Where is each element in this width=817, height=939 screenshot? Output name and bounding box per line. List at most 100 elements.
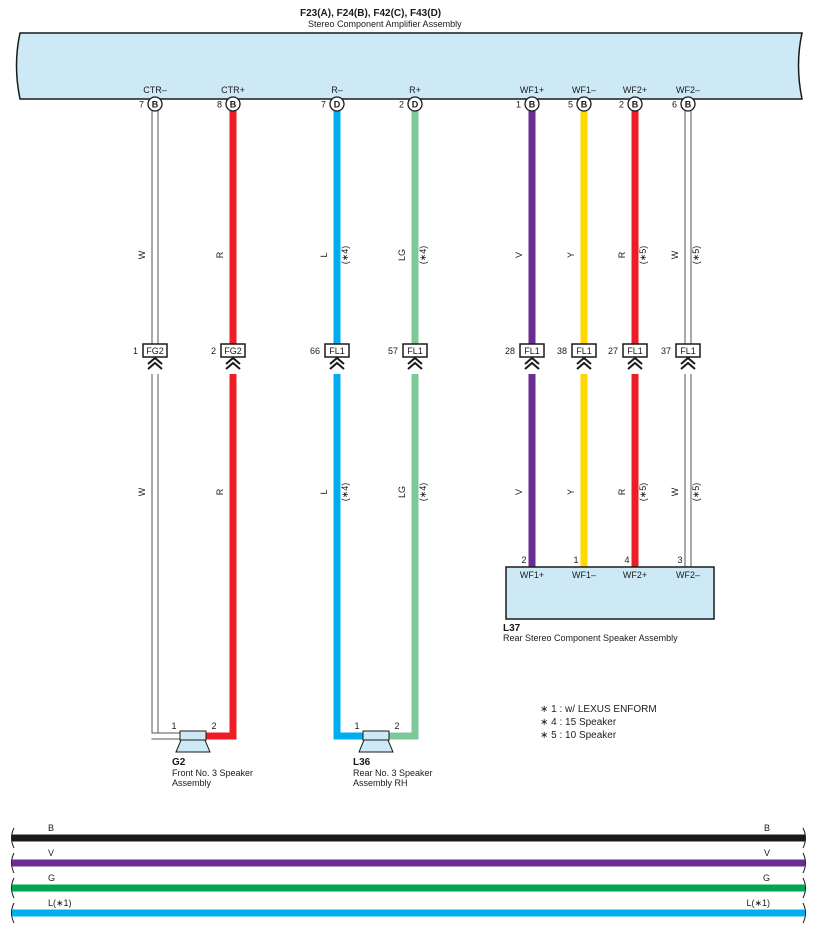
amp-pin-no-w1: 7 [139,100,144,110]
speaker-pin-no-w3: 1 [354,721,359,731]
junction-chevron-icon-w5 [524,356,540,370]
amplifier-connector-codes: F23(A), F24(B), F42(C), F43(D) [300,8,441,19]
junction-chevron-icon-w6 [576,356,592,370]
amp-connector-w4 [407,96,423,112]
amp-pin-label-r-minus: R– [331,85,343,95]
junction-chevron-icon-w8 [680,356,696,370]
junction-pin-w1: 1 [133,346,138,356]
amp-pin-no-w3: 7 [321,100,326,110]
wire-note-upper-w4: (∗4) [418,246,428,265]
amp-connector-w7 [627,96,643,112]
junction-chevron-icon-w3 [329,356,345,370]
wire-color-upper-w6: Y [566,252,576,258]
amp-pin-label-wf2-minus: WF2– [676,85,700,95]
l37-pin-no-w8: 3 [677,555,682,565]
l37-pin-no-w5: 2 [521,555,526,565]
junction-pin-w2: 2 [211,346,216,356]
amp-pin-no-w4: 2 [399,100,404,110]
junction-code-w1: FG2 [146,346,164,356]
l37-body [505,566,715,620]
l37-name: Rear Stereo Component Speaker Assembly [503,633,678,643]
junction-chevron-icon-w4 [407,356,423,370]
speaker-pin-no-w1: 1 [171,721,176,731]
amp-connector-w8 [680,96,696,112]
l37-pin-wf2-minus: WF2– [676,570,700,580]
amp-pin-label-wf1-plus: WF1+ [520,85,544,95]
legend-label-left-2: G [48,873,55,883]
amp-pin-no-w7: 2 [619,100,624,110]
notes: ∗ 1 : w/ LEXUS ENFORM ∗ 4 : 15 Speaker ∗… [540,703,657,742]
amp-connector-letter-w4: D [412,100,419,110]
amp-pin-label-wf2-plus: WF2+ [623,85,647,95]
speaker-pin-no-w2: 2 [211,721,216,731]
wire-color-upper-w8: W [670,250,680,259]
wire-color-lower-w8: W [670,487,680,496]
l37-pin-wf2-plus: WF2+ [623,570,647,580]
junction-chevron-icon-w7 [627,356,643,370]
wire-color-upper-w4: LG [397,249,407,261]
junction-code-w8: FL1 [680,346,696,356]
amp-pin-label-r-plus: R+ [409,85,421,95]
wire-color-lower-w2: R [215,488,225,495]
amp-pin-no-w8: 6 [672,100,677,110]
amp-connector-w6 [576,96,592,112]
junction-code-w5: FL1 [524,346,540,356]
l37-code: L37 [503,623,521,634]
note-1: ∗ 1 : w/ LEXUS ENFORM [540,704,657,715]
amp-connector-letter-w3: D [334,100,341,110]
g2-code: G2 [172,757,186,768]
amp-connector-letter-w2: B [230,100,237,110]
junction-pin-w7: 27 [608,346,618,356]
g2-name-line1: Front No. 3 Speaker [172,768,253,778]
legend-bracket-right-1 [802,852,806,874]
wire-color-lower-w6: Y [566,489,576,495]
junction-pin-w4: 57 [388,346,398,356]
wires-layer: 1B7WWFG212B8RRFG221D7LL(∗4)(∗4)FL1662D2L… [133,96,701,740]
amp-connector-w2 [225,96,241,112]
wire-note-upper-w7: (∗5) [638,246,648,265]
legend-label-right-3: L(∗1) [746,898,770,908]
l37-pin-wf1-plus: WF1+ [520,570,544,580]
legend-bracket-left-1 [11,852,15,874]
legend-label-left-3: L(∗1) [48,898,72,908]
legend-label-right-2: G [763,873,770,883]
amp-connector-letter-w8: B [685,100,692,110]
wire-note-lower-w3: (∗4) [340,483,350,502]
amp-connector-letter-w1: B [152,100,159,110]
l36-name-line2: Assembly RH [353,778,408,788]
junction-pin-w8: 37 [661,346,671,356]
amp-connector-w5 [524,96,540,112]
note-4: ∗ 4 : 15 Speaker [540,717,617,728]
wire-color-lower-w1: W [137,487,147,496]
junction-chevron-icon-w1 [147,356,163,370]
amplifier-name: Stereo Component Amplifier Assembly [308,19,462,29]
speaker-pin-no-w4: 2 [394,721,399,731]
legend-label-right-1: V [764,848,770,858]
amp-connector-w3 [329,96,345,112]
wire-note-lower-w8: (∗5) [691,483,701,502]
junction-code-w7: FL1 [627,346,643,356]
wire-note-lower-w7: (∗5) [638,483,648,502]
note-5: ∗ 5 : 10 Speaker [540,730,617,741]
wire-color-upper-w1: W [137,250,147,259]
junction-code-w2: FG2 [224,346,242,356]
amp-connector-letter-w7: B [632,100,639,110]
wire-color-upper-w5: V [514,252,524,258]
wire-color-upper-w3: L [319,252,329,257]
wire-color-lower-w7: R [617,488,627,495]
l36-name-line1: Rear No. 3 Speaker [353,768,433,778]
legend-bracket-left-2 [11,877,15,899]
wire-color-lower-w4: LG [397,486,407,498]
legend-bracket-left-3 [11,902,15,924]
g2-name-line2: Assembly [172,778,212,788]
amp-connector-letter-w6: B [581,100,588,110]
l37-pin-wf1-minus: WF1– [572,570,596,580]
junction-code-w3: FL1 [329,346,345,356]
l36-speaker-icon [358,730,394,753]
legend-bracket-right-2 [802,877,806,899]
legend-bracket-right-3 [802,902,806,924]
wire-color-upper-w2: R [215,251,225,258]
legend-label-right-0: B [764,823,770,833]
